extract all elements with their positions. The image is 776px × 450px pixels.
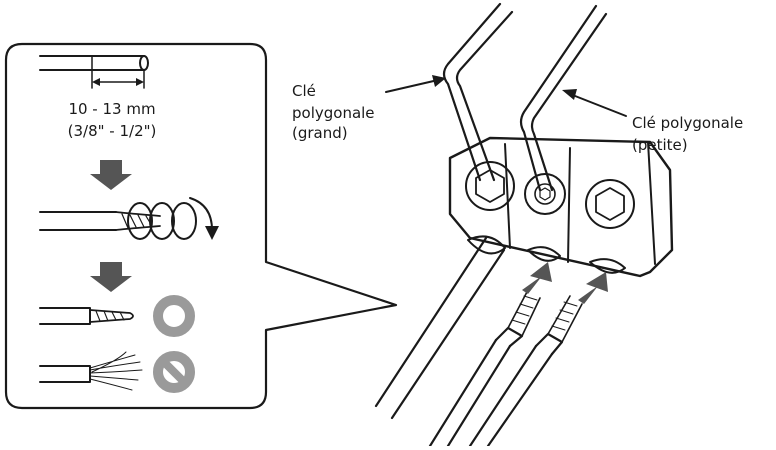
- wire-frayed: [39, 351, 143, 391]
- hex-wrench-large: [442, 2, 514, 182]
- terminal-block: [448, 136, 674, 278]
- terminal-housing: [448, 136, 674, 278]
- pointer-arrow-small: [562, 89, 627, 117]
- strip-length-mm: 10 - 13 mm: [68, 100, 155, 118]
- label-large-wrench-line1: Clé: [292, 82, 316, 100]
- ok-ring-icon: [153, 295, 195, 337]
- label-large-wrench-line2: polygonale: [292, 104, 375, 122]
- insert-arrow-icon: [522, 262, 552, 294]
- strip-length-in: (3/8" - 1/2"): [68, 122, 157, 140]
- twisted-wire: [39, 197, 219, 240]
- hex-wrench-small: [519, 4, 608, 192]
- terminal-3: [585, 179, 635, 274]
- label-large-wrench-line3: (grand): [292, 124, 348, 142]
- down-arrow-icon: [90, 262, 132, 292]
- terminal-2: [524, 173, 566, 262]
- wire-correct: [39, 307, 134, 325]
- pointer-arrow-large: [385, 75, 446, 93]
- callout-frame: [4, 42, 398, 410]
- down-arrow-icon: [90, 160, 132, 190]
- prohibited-icon: [153, 351, 195, 393]
- label-small-wrench-line2: (petite): [632, 136, 688, 154]
- stripped-wire-dimension: [39, 55, 149, 89]
- label-small-wrench-line1: Clé polygonale: [632, 114, 743, 132]
- insert-arrow-icon: [578, 272, 608, 304]
- lower-wires: [374, 236, 583, 448]
- wire-preparation-inset: 10 - 13 mm (3/8" - 1/2"): [4, 42, 398, 410]
